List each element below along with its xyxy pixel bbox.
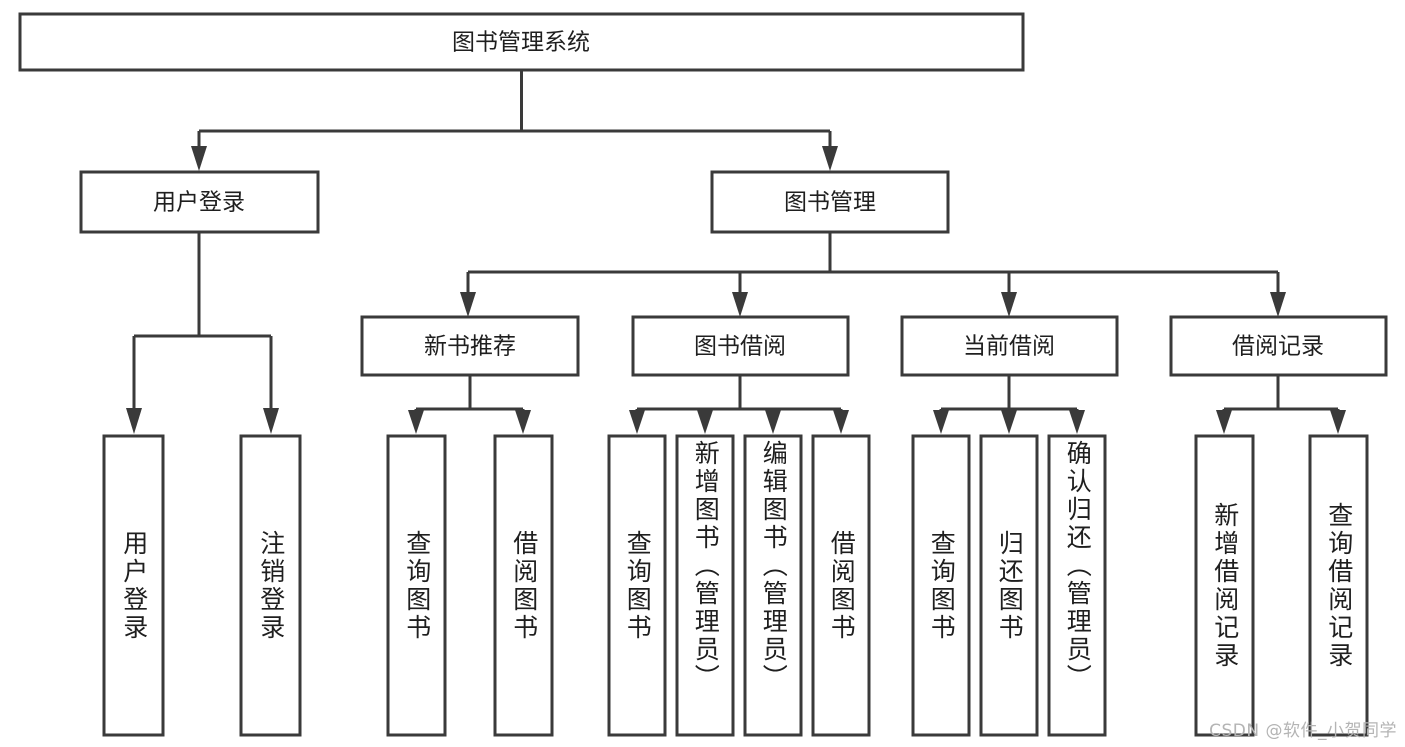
node-borrow-record-label: 借阅记录 <box>1232 334 1324 360</box>
node-book-manage-box[interactable] <box>710 170 950 234</box>
arrow-head-leaf-borrow-book-1 <box>515 410 531 434</box>
node-new-book-recommend-box[interactable] <box>360 315 580 377</box>
watermark: CSDN @软件_小贺同学 <box>1209 721 1397 741</box>
node-user-login-box[interactable] <box>79 170 320 234</box>
connector-group-current-borrow <box>933 375 1085 434</box>
arrow-head-leaf-borrow-book-2 <box>833 410 849 434</box>
arrow-head-leaf-add-book <box>697 410 713 434</box>
connector-group-book-manage <box>460 232 1286 317</box>
node-leaf-confirm-return-box[interactable] <box>1047 434 1107 737</box>
node-user-login-label: 用户登录 <box>153 190 245 216</box>
node-leaf-user-logout-box[interactable] <box>239 434 302 737</box>
node-leaf-query-record-box[interactable] <box>1308 434 1369 737</box>
arrow-head-leaf-user-login <box>126 408 142 434</box>
node-leaf-query-book-3-box[interactable] <box>911 434 971 737</box>
connector-group-new-book-recommend <box>408 375 531 434</box>
node-book-manage-label: 图书管理 <box>784 190 876 216</box>
arrow-head-leaf-query-book-2 <box>629 410 645 434</box>
connector-group-book-borrow <box>629 375 849 434</box>
arrow-head-leaf-query-book-3 <box>933 410 949 434</box>
node-root-box[interactable] <box>18 12 1025 72</box>
arrow-head-book-manage <box>822 146 838 171</box>
node-leaf-return-book-box[interactable] <box>979 434 1039 737</box>
arrow-head-leaf-confirm-return <box>1069 410 1085 434</box>
node-leaf-query-book-1-box[interactable] <box>386 434 447 737</box>
node-current-borrow-box[interactable] <box>900 315 1119 377</box>
arrow-head-borrow-record <box>1270 292 1286 317</box>
node-book-borrow-box[interactable] <box>631 315 850 377</box>
node-leaf-query-book-2-box[interactable] <box>607 434 667 737</box>
node-root-label: 图书管理系统 <box>452 30 590 56</box>
arrow-head-user-login <box>191 146 207 171</box>
node-leaf-borrow-book-2-box[interactable] <box>811 434 871 737</box>
arrow-head-leaf-add-record <box>1216 410 1232 434</box>
arrow-head-book-borrow <box>732 292 748 317</box>
node-leaf-user-login-box[interactable] <box>102 434 165 737</box>
connector-group-root <box>191 70 838 171</box>
node-leaf-add-book-box[interactable] <box>675 434 735 737</box>
arrow-head-leaf-user-logout <box>263 408 279 434</box>
node-leaf-edit-book-box[interactable] <box>743 434 803 737</box>
node-leaf-add-record-box[interactable] <box>1194 434 1255 737</box>
node-leaf-borrow-book-1-box[interactable] <box>493 434 554 737</box>
node-book-borrow-label: 图书借阅 <box>694 334 786 360</box>
arrow-head-leaf-query-record <box>1330 410 1346 434</box>
connector-group-borrow-record <box>1216 375 1346 434</box>
arrow-head-leaf-edit-book <box>765 410 781 434</box>
arrow-head-current-borrow <box>1001 292 1017 317</box>
arrow-head-leaf-return-book <box>1001 410 1017 434</box>
node-new-book-recommend-label: 新书推荐 <box>424 334 516 360</box>
node-borrow-record-box[interactable] <box>1169 315 1388 377</box>
node-current-borrow-label: 当前借阅 <box>963 334 1055 360</box>
arrow-head-new-book-recommend <box>460 292 476 317</box>
arrow-head-leaf-query-book-1 <box>408 410 424 434</box>
connector-group-user-login <box>126 232 279 434</box>
